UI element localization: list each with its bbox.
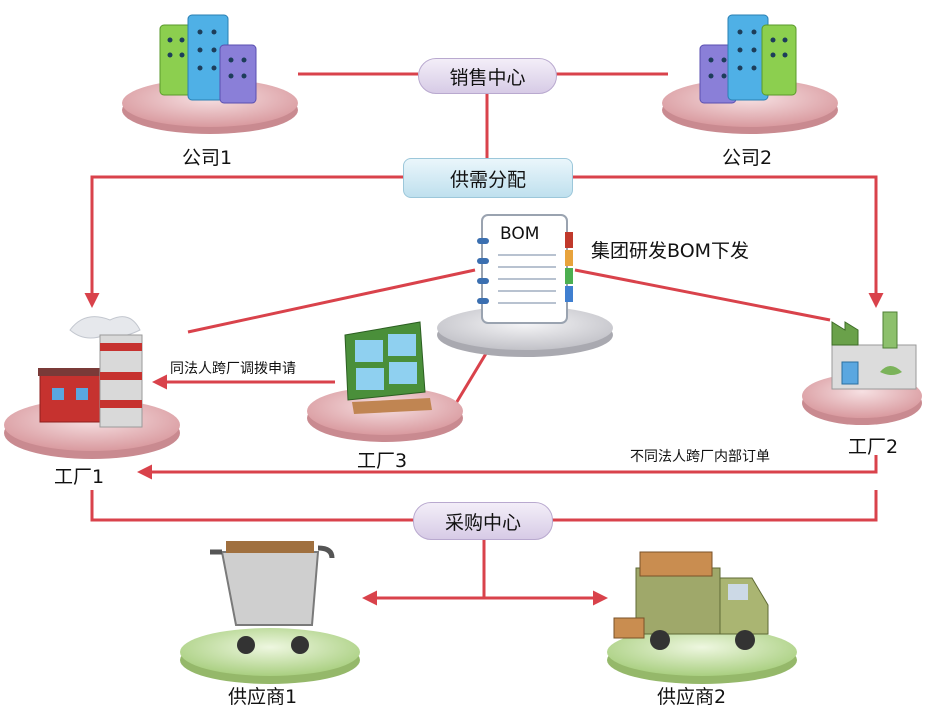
factory3-icon <box>307 321 463 442</box>
factory2-label: 工厂2 <box>848 436 899 458</box>
edge-factory2-factory1 <box>137 455 878 480</box>
factory1-label: 工厂1 <box>54 466 105 488</box>
edge-supply-factory2 <box>571 175 884 308</box>
supplier1-icon <box>180 541 360 684</box>
diff-entity-order-label: 不同法人跨厂内部订单 <box>630 449 770 465</box>
bom-caption: 集团研发BOM下发 <box>591 240 750 262</box>
factory1-icon <box>4 316 180 459</box>
company1-label: 公司1 <box>182 147 233 169</box>
sales-center-node: 销售中心 <box>418 58 557 94</box>
supplier2-label: 供应商2 <box>657 686 727 708</box>
edge-bom-factory1 <box>187 268 476 334</box>
connectors <box>84 72 884 606</box>
same-entity-transfer-label: 同法人跨厂调拨申请 <box>170 361 296 377</box>
bom-document-icon <box>437 214 613 357</box>
supplier1-label: 供应商1 <box>228 686 298 708</box>
edge-purchase-loop <box>90 490 413 522</box>
supply-demand-label: 供需分配 <box>449 168 526 191</box>
factory3-label: 工厂3 <box>357 450 408 472</box>
company2-label: 公司2 <box>722 147 773 169</box>
supply-demand-node: 供需分配 <box>403 158 573 198</box>
company2-icon <box>662 14 838 134</box>
supplier2-icon <box>607 551 797 684</box>
factory2-icon <box>802 311 922 425</box>
edge-bom-factory2 <box>574 268 831 322</box>
bom-doc-label: BOM <box>500 224 540 244</box>
edge-purchase-right <box>551 490 878 522</box>
purchase-center-node: 采购中心 <box>413 502 553 540</box>
sales-center-label: 销售中心 <box>449 66 526 89</box>
purchase-center-label: 采购中心 <box>444 511 521 534</box>
company1-icon <box>122 14 298 134</box>
edge-supply-factory1 <box>84 175 403 308</box>
